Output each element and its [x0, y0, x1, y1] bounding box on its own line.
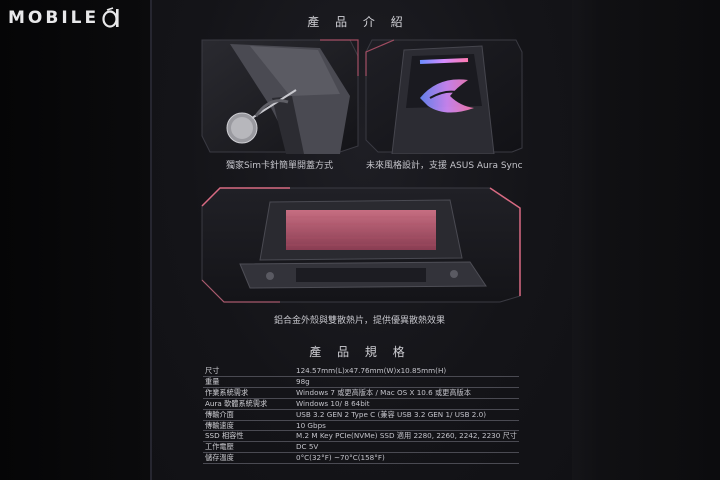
specs-title: 產 品 規 格: [309, 345, 411, 359]
watermark-logo: MOBILE: [8, 6, 120, 30]
cooling-caption: 鋁合金外殼與雙散熱片，提供優異散熱效果: [274, 316, 446, 326]
spec-label: 工作電壓: [203, 441, 294, 454]
spec-value: 0°C(32°F) ~70°C(158°F): [294, 452, 519, 465]
spec-label: 傳輸速度: [203, 420, 294, 432]
spec-label: 傳輸介面: [203, 409, 294, 421]
cooling-photo: [201, 187, 521, 303]
box-edge: [150, 0, 152, 480]
intro-title: 產 品 介 紹: [307, 15, 409, 29]
spec-value: USB 3.2 GEN 2 Type C (兼容 USB 3.2 GEN 1/ …: [294, 409, 519, 421]
spec-label: SSD 相容性: [203, 430, 294, 443]
aura-sync-photo: [365, 39, 523, 154]
spec-value: 10 Gbps: [294, 420, 519, 432]
spec-label: Aura 軟體系統需求: [203, 398, 294, 410]
sim-eject-caption: 獨家Sim卡針簡單開蓋方式: [226, 161, 333, 171]
01-logo-icon: [102, 7, 119, 28]
spec-label: 尺寸: [203, 366, 294, 377]
sim-eject-photo: [201, 39, 359, 154]
watermark-brand-text: MOBILE: [8, 8, 100, 28]
spec-label: 儲存溫度: [203, 452, 294, 465]
spec-value: 98g: [294, 376, 519, 388]
spec-value: M.2 M Key PCIe(NVMe) SSD 適用 2280, 2260, …: [294, 430, 519, 443]
spec-label: 作業系統需求: [203, 387, 294, 399]
aura-sync-caption: 未來風格設計，支援 ASUS Aura Sync: [366, 161, 523, 171]
spec-value: 124.57mm(L)x47.76mm(W)x10.85mm(H): [294, 366, 519, 377]
spec-value: Windows 10/ 8 64bit: [294, 398, 519, 410]
spec-label: 重量: [203, 376, 294, 388]
spec-value: Windows 7 或更高版本 / Mac OS X 10.6 或更高版本: [294, 387, 519, 399]
spec-value: DC 5V: [294, 441, 519, 454]
